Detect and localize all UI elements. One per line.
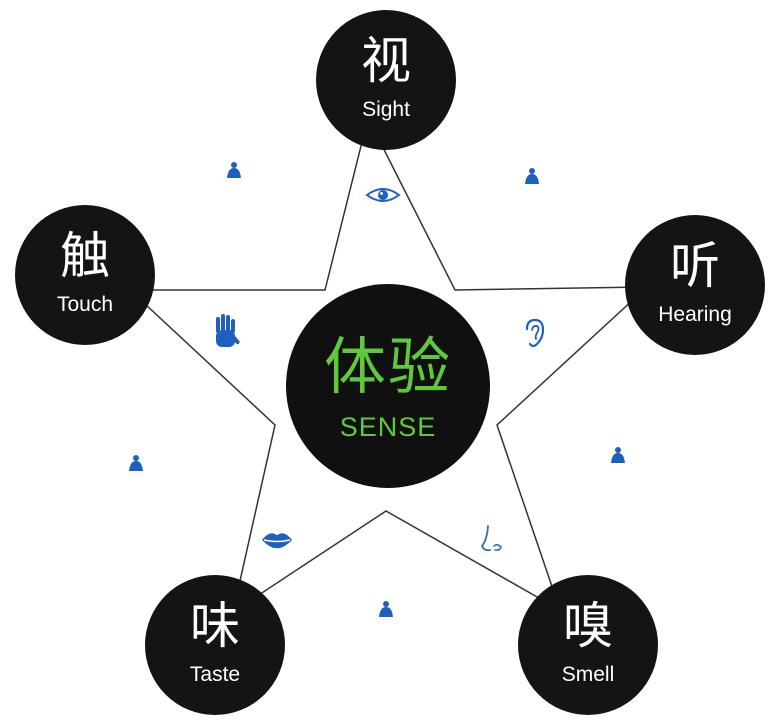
node-touch: 触 Touch <box>15 205 155 345</box>
node-hearing-en: Hearing <box>658 303 732 326</box>
node-smell-zh: 嗅 <box>563 597 613 655</box>
node-touch-en: Touch <box>56 293 114 316</box>
lips-icon <box>262 533 292 549</box>
node-taste-en: Taste <box>189 663 241 686</box>
node-smell: 嗅 Smell <box>518 575 658 715</box>
bell-icon <box>227 162 241 178</box>
node-sight-en: Sight <box>362 98 410 121</box>
center-node-sense: 体验 SENSE <box>286 284 490 488</box>
bell-icon <box>379 601 393 617</box>
eye-icon <box>365 188 401 202</box>
node-touch-zh: 触 <box>60 227 110 285</box>
node-sight-zh: 视 <box>361 32 411 90</box>
node-sight: 视 Sight <box>316 10 456 150</box>
node-smell-en: Smell <box>561 663 615 686</box>
hand-icon <box>216 314 240 347</box>
node-taste-zh: 味 <box>190 597 240 655</box>
bell-icon <box>129 455 143 471</box>
bell-icon <box>525 168 539 184</box>
node-taste: 味 Taste <box>145 575 285 715</box>
star-outline <box>128 115 649 614</box>
center-title-en: SENSE <box>339 412 437 442</box>
ear-icon <box>525 318 545 348</box>
bell-icon <box>611 447 625 463</box>
nose-icon <box>480 525 502 552</box>
node-hearing-zh: 听 <box>670 237 720 295</box>
center-title-zh: 体验 <box>323 330 452 403</box>
node-hearing: 听 Hearing <box>625 215 765 355</box>
